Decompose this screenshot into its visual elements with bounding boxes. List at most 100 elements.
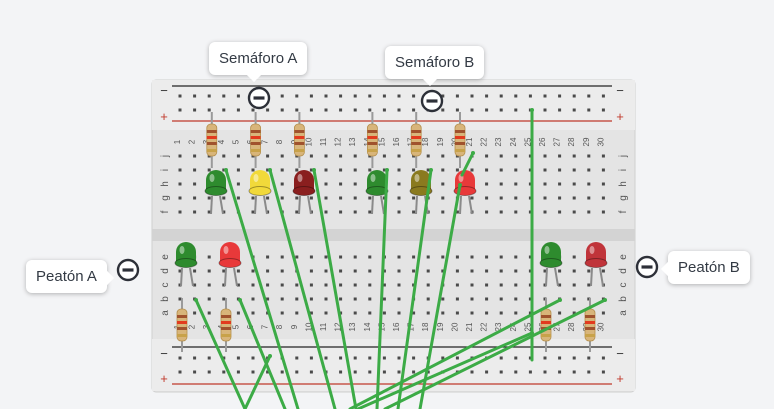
terminal-hole xyxy=(309,311,313,315)
terminal-hole xyxy=(193,269,197,273)
terminal-hole xyxy=(485,196,489,200)
semaforo-a-label[interactable]: Semáforo A xyxy=(209,42,308,83)
led-top[interactable] xyxy=(204,170,228,215)
rail-hole xyxy=(309,94,313,98)
column-number: 16 xyxy=(392,137,401,146)
led-leg xyxy=(415,195,418,215)
wire[interactable] xyxy=(396,168,433,409)
column-number: 29 xyxy=(582,137,591,146)
resistor-band xyxy=(221,315,231,318)
column-number: 17 xyxy=(407,322,416,331)
led-base xyxy=(539,258,563,268)
column-number: 9 xyxy=(290,324,299,329)
resistor[interactable] xyxy=(293,112,305,168)
resistor[interactable] xyxy=(366,112,378,168)
resistor[interactable] xyxy=(176,298,188,352)
wire[interactable] xyxy=(418,183,462,409)
terminal-hole xyxy=(558,283,562,287)
terminal-hole xyxy=(251,311,255,315)
rail-plus-symbol: + xyxy=(160,371,168,386)
led-top[interactable] xyxy=(248,170,272,215)
wire[interactable] xyxy=(348,298,562,409)
resistor-band xyxy=(411,149,422,152)
resistor[interactable] xyxy=(220,298,232,352)
semaforo-a-minus-icon[interactable] xyxy=(247,86,271,110)
terminal-hole xyxy=(485,182,489,186)
column-number: 21 xyxy=(465,322,474,331)
wire[interactable] xyxy=(383,298,607,409)
rail-hole xyxy=(412,94,416,98)
terminal-hole xyxy=(558,210,562,214)
rail-hole xyxy=(280,370,284,374)
terminal-hole xyxy=(222,283,226,287)
led-top[interactable] xyxy=(365,170,389,215)
rail-hole xyxy=(382,370,386,374)
led-base xyxy=(292,186,316,196)
semaforo-b-minus-icon[interactable] xyxy=(420,89,444,113)
terminal-hole xyxy=(572,297,576,301)
terminal-hole xyxy=(236,168,240,172)
led-top[interactable] xyxy=(292,170,316,215)
resistor[interactable] xyxy=(454,112,466,168)
semaforo-b-label[interactable]: Semáforo B xyxy=(385,46,485,87)
terminal-hole xyxy=(178,269,182,273)
terminal-hole xyxy=(397,196,401,200)
terminal-hole xyxy=(236,182,240,186)
wire[interactable] xyxy=(224,168,300,409)
resistor-band xyxy=(585,321,595,324)
row-letter: g xyxy=(618,195,629,201)
peaton-a-minus-icon[interactable] xyxy=(116,258,140,282)
terminal-hole xyxy=(324,311,328,315)
terminal-hole xyxy=(368,196,372,200)
rail-hole xyxy=(412,356,416,360)
resistor-band xyxy=(455,142,465,145)
wire[interactable] xyxy=(238,298,287,409)
column-number: 30 xyxy=(596,137,605,146)
peaton-b-minus-icon[interactable] xyxy=(635,255,659,279)
resistor[interactable] xyxy=(206,112,218,168)
wire[interactable] xyxy=(375,168,389,409)
wire[interactable] xyxy=(243,354,272,409)
terminal-hole xyxy=(514,311,518,315)
resistor-band xyxy=(177,327,187,330)
terminal-hole xyxy=(309,168,313,172)
rail-hole xyxy=(309,108,313,112)
wire[interactable] xyxy=(312,168,358,409)
terminal-hole xyxy=(266,255,270,259)
peaton-b-label[interactable]: Peatón B xyxy=(660,251,750,284)
terminal-hole xyxy=(455,255,459,259)
wire[interactable] xyxy=(356,331,534,409)
terminal-hole xyxy=(455,210,459,214)
wire[interactable] xyxy=(194,298,247,409)
rail-hole xyxy=(485,108,489,112)
rail-hole xyxy=(324,94,328,98)
column-number: 10 xyxy=(304,137,313,146)
led-bottom[interactable] xyxy=(174,242,198,287)
led-bottom[interactable] xyxy=(218,242,242,287)
peaton-a-label[interactable]: Peatón A xyxy=(26,260,114,293)
resistor[interactable] xyxy=(410,112,422,168)
terminal-hole xyxy=(572,311,576,315)
terminal-hole xyxy=(236,154,240,158)
terminal-hole xyxy=(514,283,518,287)
wire[interactable] xyxy=(460,151,475,177)
resistor-band xyxy=(221,321,231,324)
terminal-hole xyxy=(514,168,518,172)
led-highlight xyxy=(223,246,229,254)
resistor[interactable] xyxy=(250,112,262,168)
column-number: 13 xyxy=(348,322,357,331)
led-base xyxy=(204,186,228,196)
terminal-hole xyxy=(543,154,547,158)
terminal-hole xyxy=(178,168,182,172)
terminal-hole xyxy=(251,196,255,200)
terminal-hole xyxy=(572,269,576,273)
led-bottom[interactable] xyxy=(584,242,608,287)
terminal-hole xyxy=(266,154,270,158)
wire[interactable] xyxy=(268,168,337,409)
rail-hole xyxy=(207,108,211,112)
resistor[interactable] xyxy=(584,298,596,352)
wire-end xyxy=(224,168,228,172)
terminal-hole xyxy=(368,255,372,259)
terminal-hole xyxy=(528,196,532,200)
led-bottom[interactable] xyxy=(539,242,563,287)
